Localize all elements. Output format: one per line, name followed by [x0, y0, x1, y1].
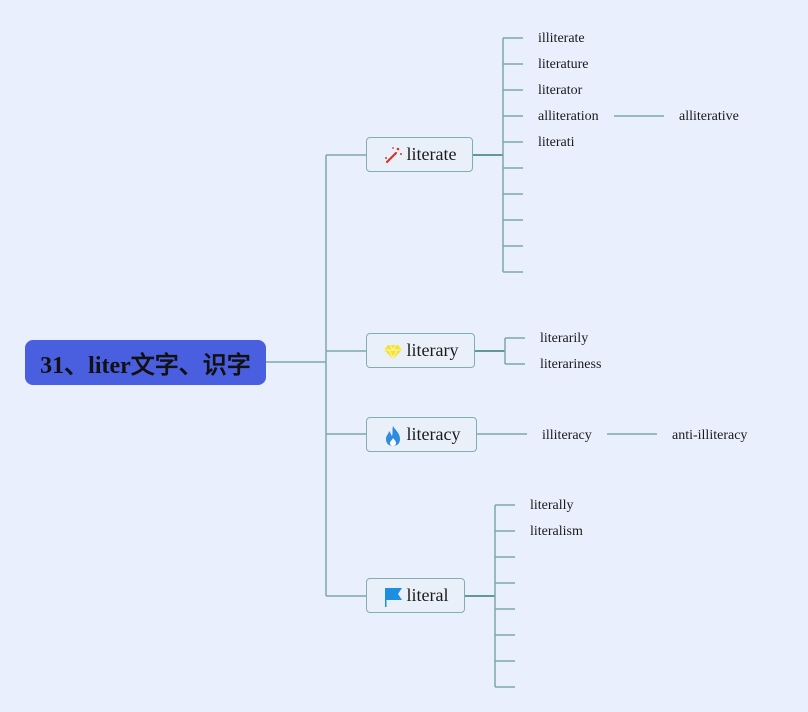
- branch-topic-literary[interactable]: literary: [366, 333, 475, 368]
- diamond-icon: [383, 341, 403, 361]
- branch-label: literal: [406, 585, 449, 605]
- leaf-topic[interactable]: literally: [530, 498, 574, 513]
- leaf-subtopic[interactable]: anti-illiteracy: [672, 428, 748, 443]
- leaf-topic[interactable]: literarily: [540, 331, 589, 346]
- fire-icon: [383, 425, 403, 446]
- leaf-topic[interactable]: literature: [538, 57, 589, 72]
- branch-label: literate: [406, 144, 457, 164]
- flag-icon: [383, 586, 403, 607]
- root-topic[interactable]: 31、liter文字、识字: [25, 340, 266, 385]
- leaf-topic[interactable]: literariness: [540, 357, 602, 372]
- leaf-topic[interactable]: illiterate: [538, 31, 585, 46]
- leaf-topic[interactable]: literalism: [530, 524, 583, 539]
- leaf-topic[interactable]: illiteracy: [542, 428, 592, 443]
- leaf-topic[interactable]: literator: [538, 83, 583, 98]
- magic-wand-icon: [383, 145, 403, 165]
- leaf-topic[interactable]: alliteration: [538, 109, 599, 124]
- leaf-subtopic[interactable]: alliterative: [679, 109, 739, 124]
- branch-topic-literacy[interactable]: literacy: [366, 417, 477, 452]
- leaf-topic[interactable]: literati: [538, 135, 575, 150]
- branch-topic-literal[interactable]: literal: [366, 578, 465, 613]
- branch-label: literary: [406, 340, 459, 360]
- branch-label: literacy: [406, 424, 461, 444]
- branch-topic-literate[interactable]: literate: [366, 137, 473, 172]
- root-topic-label: 31、liter文字、识字: [40, 353, 251, 379]
